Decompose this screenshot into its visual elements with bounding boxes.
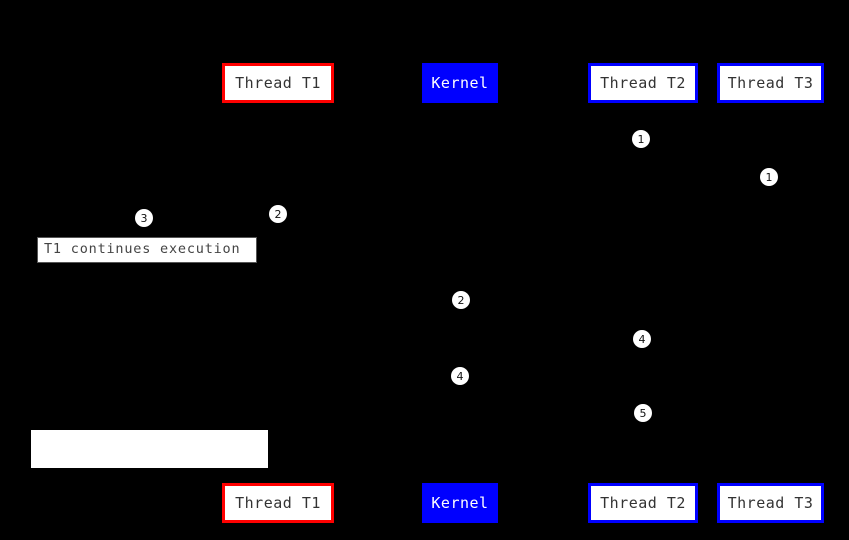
note-blank [31, 430, 268, 468]
step-number: 3 [140, 211, 148, 225]
participant-t3-header[interactable]: Thread T3 [717, 63, 824, 103]
lifeline-t2 [643, 103, 644, 483]
participant-kernel-header[interactable]: Kernel [422, 63, 498, 103]
step-kernel-4: 4 [451, 367, 469, 385]
participant-label: Thread T3 [727, 493, 814, 512]
participant-t3-footer[interactable]: Thread T3 [717, 483, 824, 523]
participant-label: Kernel [431, 493, 489, 512]
participant-t2-footer[interactable]: Thread T2 [588, 483, 698, 523]
participant-label: Thread T1 [235, 493, 321, 512]
step-number: 5 [639, 406, 647, 420]
participant-label: Thread T2 [600, 73, 686, 92]
lifeline-t3 [770, 103, 771, 483]
participant-kernel-footer[interactable]: Kernel [422, 483, 498, 523]
step-number: 2 [457, 293, 465, 307]
step-number: 2 [274, 207, 282, 221]
step-number: 4 [638, 332, 646, 346]
participant-label: Thread T1 [235, 73, 321, 92]
step-t2-1: 1 [632, 130, 650, 148]
step-number: 4 [456, 369, 464, 383]
lifeline-t1 [278, 103, 279, 483]
step-t3-1: 1 [760, 168, 778, 186]
note-text: T1 continues execution [44, 241, 241, 258]
participant-label: Thread T2 [600, 493, 686, 512]
participant-t2-header[interactable]: Thread T2 [588, 63, 698, 103]
step-t1-3: 3 [135, 209, 153, 227]
participant-t1-footer[interactable]: Thread T1 [222, 483, 334, 523]
step-t2-4: 4 [633, 330, 651, 348]
note-t1-continues: T1 continues execution [37, 237, 257, 263]
participant-t1-header[interactable]: Thread T1 [222, 63, 334, 103]
step-kernel-2: 2 [452, 291, 470, 309]
step-number: 1 [637, 132, 645, 146]
step-number: 1 [765, 170, 773, 184]
step-t2-5: 5 [634, 404, 652, 422]
participant-label: Kernel [431, 73, 489, 92]
participant-label: Thread T3 [727, 73, 814, 92]
step-t1-2: 2 [269, 205, 287, 223]
